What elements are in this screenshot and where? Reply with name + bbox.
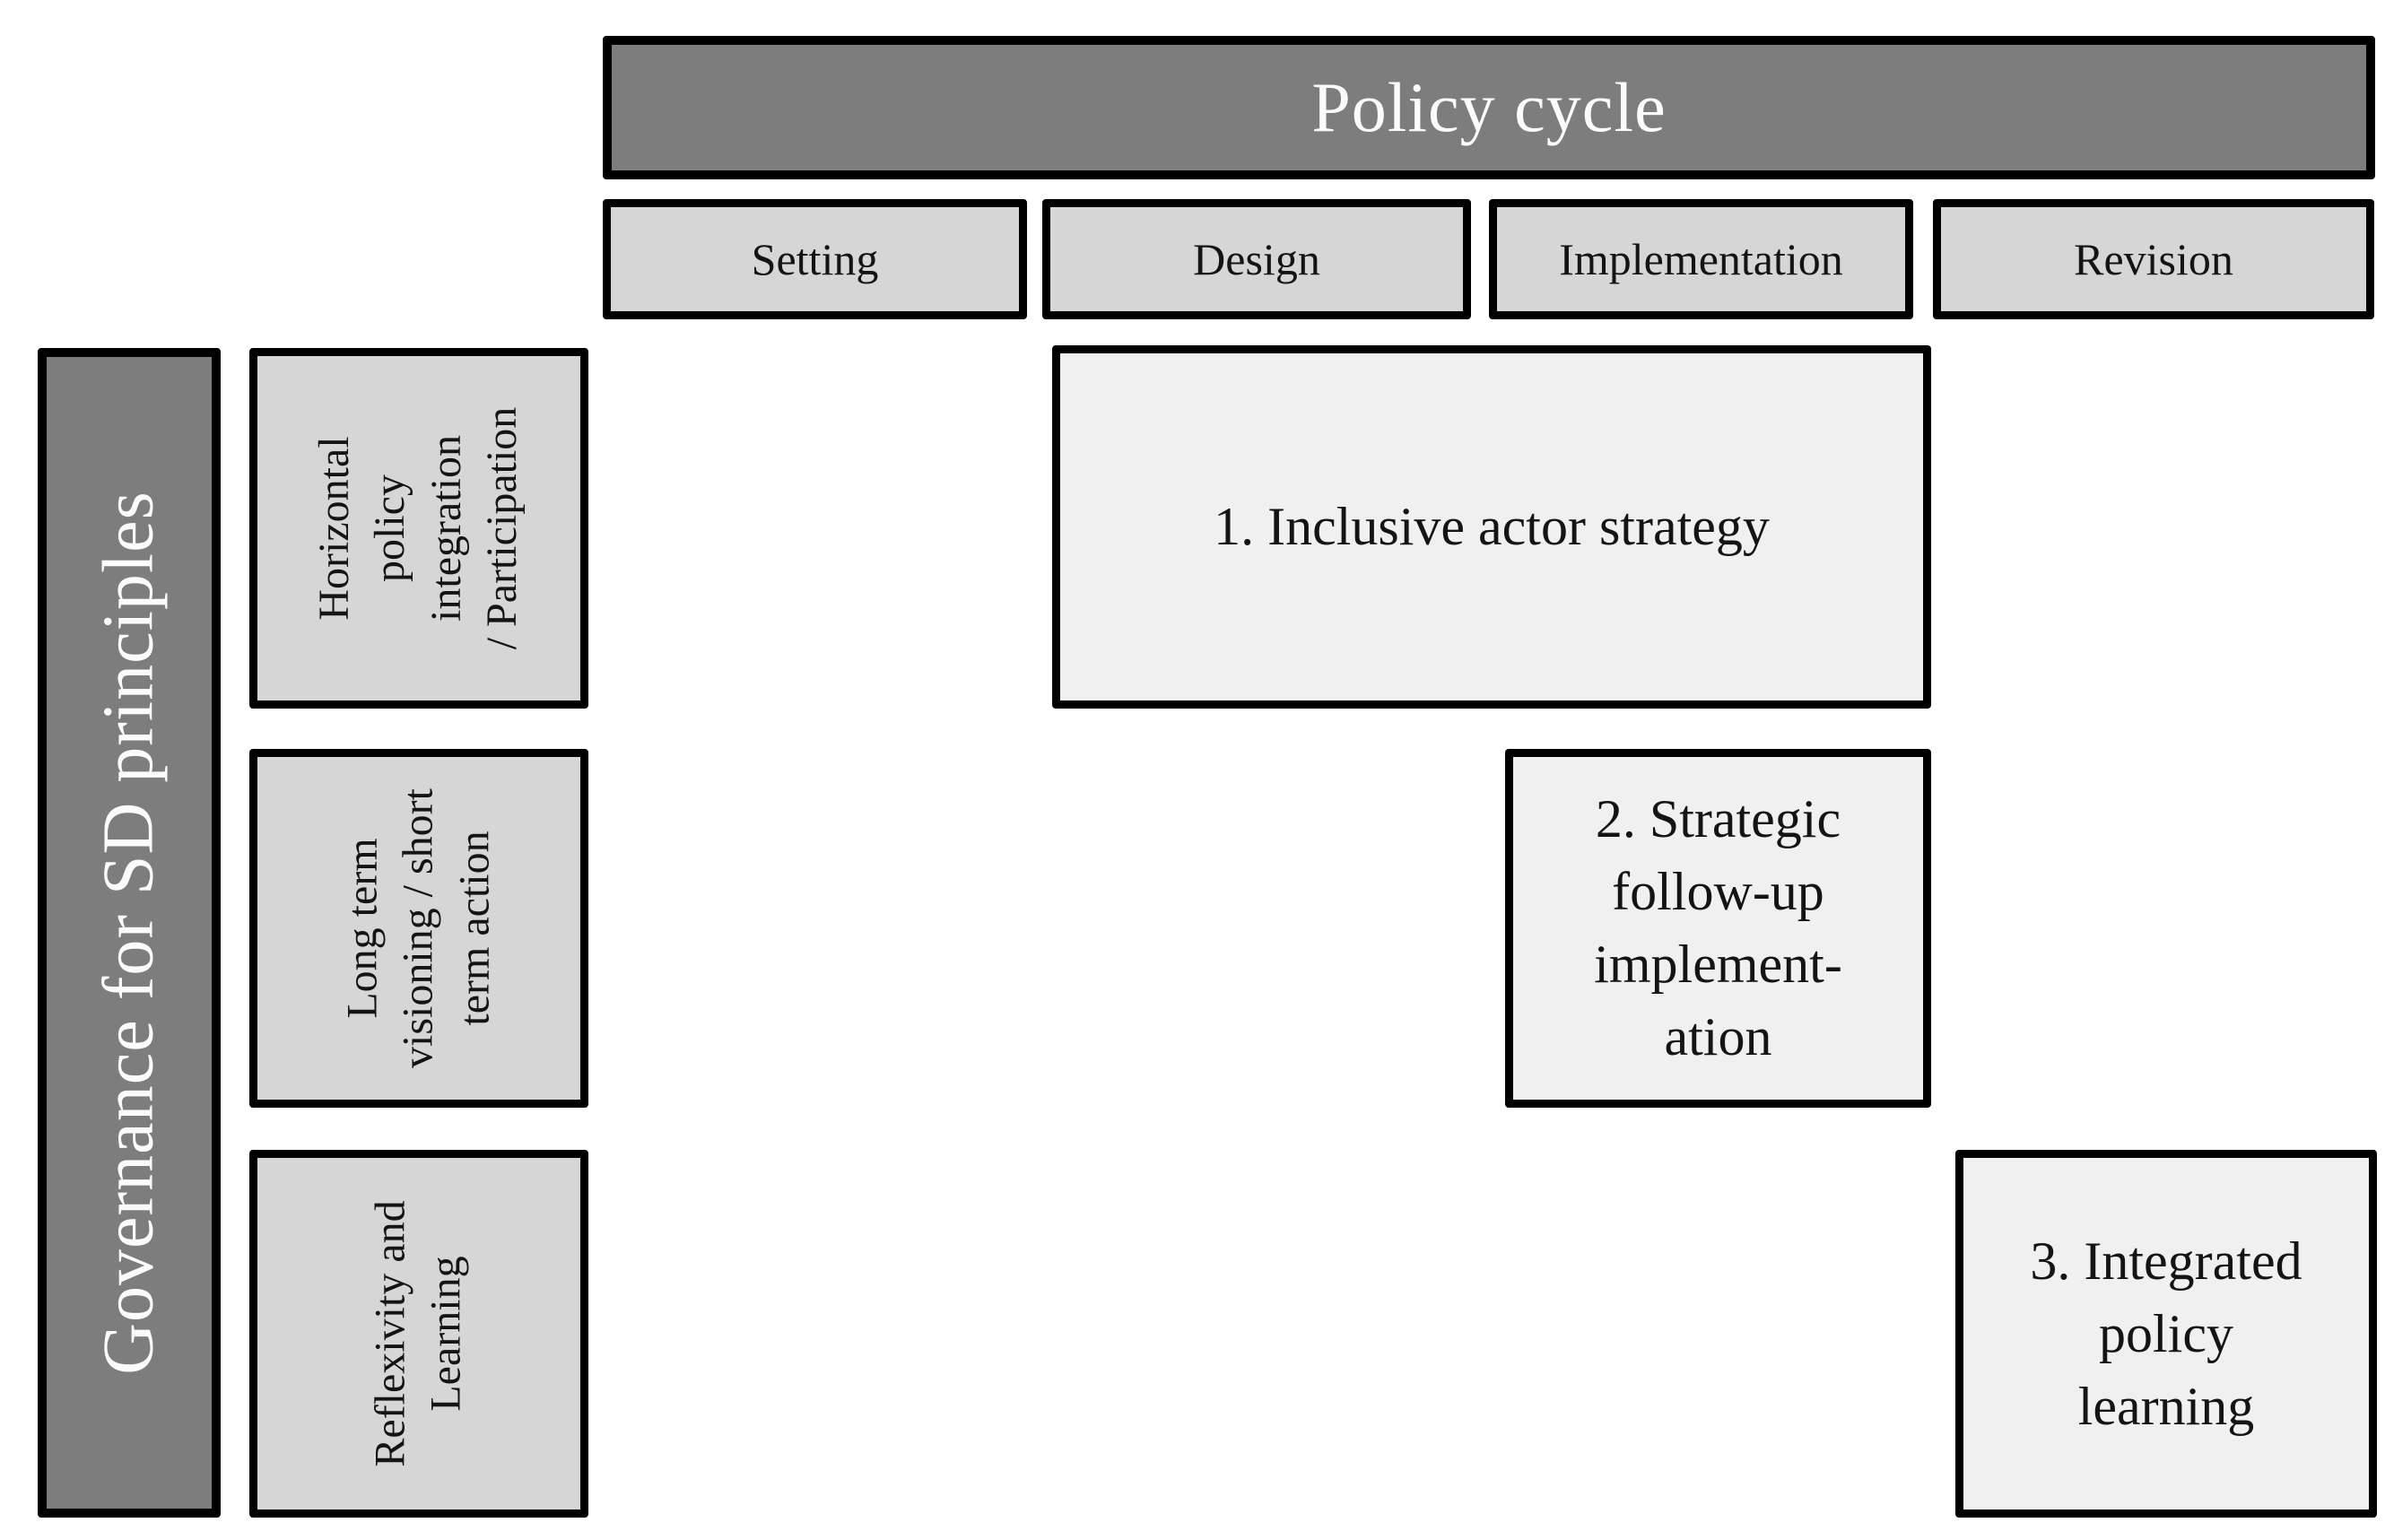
governance-title-wrap: Governance for SD principles bbox=[47, 357, 212, 1509]
stage-cell-implementation: Implementation bbox=[1489, 199, 1913, 319]
strategy-box-inclusive-actor-strategy: 1. Inclusive actor strategy bbox=[1052, 345, 1931, 709]
principle-label: Reflexivity and Learning bbox=[366, 1200, 470, 1467]
stage-label: Setting bbox=[751, 234, 879, 284]
strategy-box-integrated-policy-learning: 3. Integrated policy learning bbox=[1955, 1150, 2377, 1518]
principle-cell-reflexivity-learning: Reflexivity and Learning bbox=[249, 1150, 588, 1518]
principle-text-wrap: Reflexivity and Learning bbox=[257, 1158, 580, 1510]
stage-label: Design bbox=[1193, 234, 1320, 284]
principle-cell-long-term-visioning: Long term visioning / short term action bbox=[249, 749, 588, 1108]
stage-cell-setting: Setting bbox=[603, 199, 1027, 319]
principle-text-wrap: Horizontal policy integration / Particip… bbox=[257, 356, 580, 700]
policy-cycle-header: Policy cycle bbox=[603, 36, 2375, 179]
strategy-box-strategic-follow-up-implementation: 2. Strategic follow-up implement- ation bbox=[1505, 749, 1931, 1108]
principle-label: Horizontal policy integration / Particip… bbox=[310, 406, 527, 650]
policy-cycle-title: Policy cycle bbox=[1311, 68, 1667, 146]
stage-label: Implementation bbox=[1559, 234, 1843, 284]
strategy-label: 1. Inclusive actor strategy bbox=[1214, 497, 1770, 556]
principle-label: Long term visioning / short term action bbox=[338, 787, 499, 1069]
governance-sd-principles-bar: Governance for SD principles bbox=[38, 348, 221, 1518]
stage-cell-design: Design bbox=[1042, 199, 1471, 319]
stage-label: Revision bbox=[2074, 234, 2233, 284]
principle-cell-horizontal-policy-integration: Horizontal policy integration / Particip… bbox=[249, 348, 588, 709]
stage-cell-revision: Revision bbox=[1933, 199, 2374, 319]
governance-title: Governance for SD principles bbox=[89, 491, 169, 1375]
strategy-label: 2. Strategic follow-up implement- ation bbox=[1594, 789, 1842, 1066]
principle-text-wrap: Long term visioning / short term action bbox=[257, 757, 580, 1100]
strategy-label: 3. Integrated policy learning bbox=[2030, 1231, 2302, 1436]
